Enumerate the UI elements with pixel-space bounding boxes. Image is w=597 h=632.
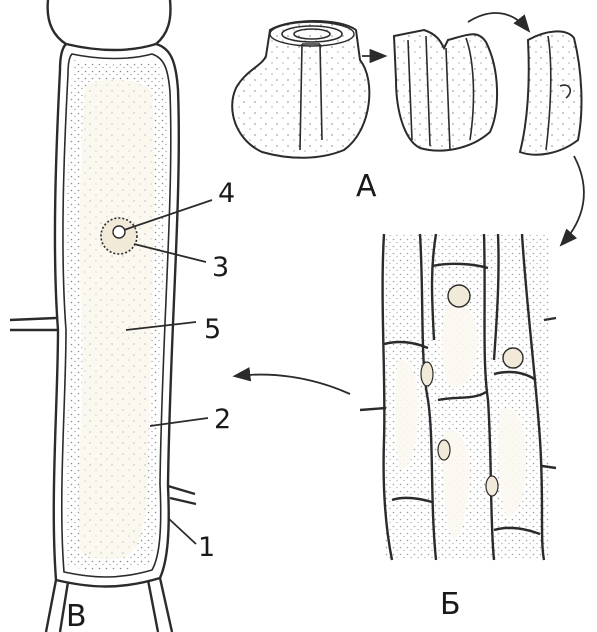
epidermis-nucleus-3 <box>421 362 433 386</box>
part-number-2: 2 <box>214 404 231 435</box>
leader-1 <box>168 518 196 544</box>
part-number-3: 3 <box>212 252 229 283</box>
part-number-4: 4 <box>218 178 235 209</box>
vacuole-stipple <box>79 80 154 560</box>
epidermis-nucleus-4 <box>438 440 450 460</box>
arrow-b-to-v <box>236 375 350 394</box>
panel-a-bulb-dissection: А <box>232 13 584 244</box>
panel-v-single-cell: 4 3 5 2 1 В <box>10 0 235 632</box>
arrow-scales-to-piece <box>468 13 528 30</box>
panel-b-epidermis-cells: Б <box>360 234 556 622</box>
leader-2 <box>150 418 208 426</box>
epidermis-nucleus-1 <box>448 285 470 307</box>
arrow-a-to-b <box>562 156 584 244</box>
panel-label-b: Б <box>440 587 461 622</box>
panel-label-v: В <box>66 599 87 632</box>
panel-label-a: А <box>356 169 377 204</box>
part-number-1: 1 <box>198 532 215 563</box>
epidermis-nucleus-5 <box>486 476 498 496</box>
nucleolus <box>113 226 125 238</box>
part-number-5: 5 <box>204 314 221 345</box>
epidermis-nucleus-2 <box>503 348 523 368</box>
